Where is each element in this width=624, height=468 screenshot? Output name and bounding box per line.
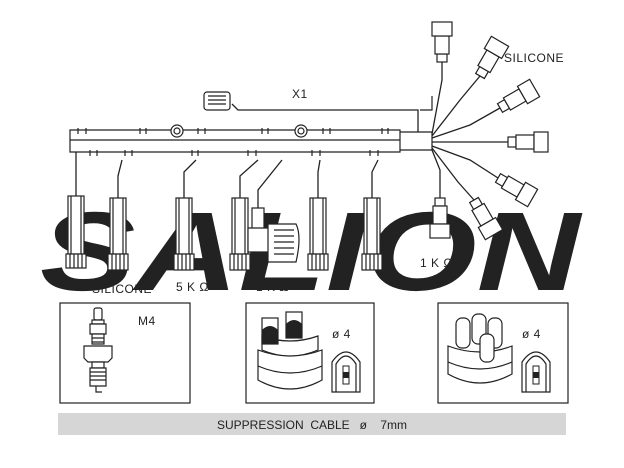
label-1k-ohm-right: 1 K Ω xyxy=(420,256,453,270)
harness-bar xyxy=(69,124,433,156)
distributor-cap-icon-a xyxy=(257,311,323,390)
distributor-cap-panel-b: ø 4 xyxy=(437,302,569,404)
terminal-section-icon-b xyxy=(521,351,551,393)
label-dia-b: ø 4 xyxy=(522,327,541,341)
coil-wire-fan xyxy=(431,62,508,201)
plug-leads xyxy=(75,152,379,208)
label-x1: X1 xyxy=(292,87,308,101)
x1-lead xyxy=(203,91,433,132)
right-connectors xyxy=(429,21,549,241)
label-silicone-bottom: SILICONE xyxy=(92,282,152,296)
label-silicone-top: SILICONE xyxy=(504,51,564,65)
terminal-section-icon-a xyxy=(331,351,361,393)
plug-boots xyxy=(65,195,383,271)
label-m4: M4 xyxy=(138,314,156,328)
distributor-cap-icon-b xyxy=(447,313,513,384)
label-dia-a: ø 4 xyxy=(332,327,351,341)
footer-bar xyxy=(58,413,566,435)
label-5k-ohm: 5 K Ω xyxy=(176,280,209,294)
spark-plug-panel: M4 xyxy=(59,302,191,404)
footer-text: SUPPRESSION CABLE ø 7mm xyxy=(217,418,407,432)
distributor-cap-panel-a: ø 4 xyxy=(245,302,375,404)
spark-plug-icon xyxy=(83,307,113,393)
label-1k-ohm-middle: 1 K Ω xyxy=(256,280,289,294)
coil-connector xyxy=(247,207,300,263)
